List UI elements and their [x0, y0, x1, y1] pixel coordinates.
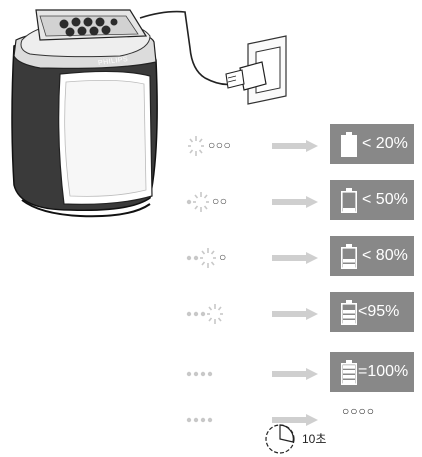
blink-led-icon — [200, 248, 216, 268]
on-led-icon — [186, 417, 192, 423]
speaker-body — [11, 9, 158, 218]
off-leds: ○ — [219, 250, 227, 264]
charge-row: ○○○ < 20% — [0, 124, 422, 168]
led-indicator: ○ — [186, 246, 266, 270]
battery-icon — [340, 188, 357, 213]
led-indicator — [186, 408, 266, 432]
charging-cable — [139, 10, 233, 86]
led-indicator — [186, 302, 266, 326]
led-dots — [186, 304, 223, 324]
arrow-icon — [272, 140, 318, 152]
charge-row: ○○ < 50% — [0, 180, 422, 224]
charge-row: <95% — [0, 292, 422, 336]
battery-icon — [340, 244, 357, 269]
on-led-icon — [200, 371, 206, 377]
led-dots — [186, 417, 213, 423]
arrow-icon — [272, 196, 318, 208]
on-led-icon — [186, 199, 192, 205]
off-leds: ○○○ — [208, 138, 232, 152]
charge-row: =100% — [0, 352, 422, 396]
on-led-icon — [193, 311, 199, 317]
battery-level-text: < 20% — [362, 135, 408, 152]
leds-off-result: ○○○○ — [342, 404, 375, 418]
battery-level-text: < 80% — [362, 247, 408, 264]
on-led-icon — [186, 255, 192, 261]
speaker-illustration — [11, 9, 287, 218]
battery-icon — [341, 132, 357, 157]
battery-level-box: < 50% — [330, 180, 414, 220]
blink-led-icon — [207, 304, 223, 324]
blink-led-icon — [188, 136, 204, 156]
battery-level-box: =100% — [330, 352, 414, 392]
arrow-icon — [272, 368, 318, 380]
blink-led-icon — [193, 192, 209, 212]
battery-level-box: <95% — [330, 292, 414, 332]
on-led-icon — [186, 371, 192, 377]
on-led-icon — [207, 371, 213, 377]
led-indicator — [186, 362, 266, 386]
led-indicator: ○○○ — [186, 134, 266, 158]
timer-label: 10초 — [302, 432, 327, 446]
timer-icon — [265, 424, 295, 454]
led-dots — [186, 248, 216, 268]
led-dots — [186, 192, 209, 212]
on-led-icon — [193, 255, 199, 261]
battery-icon — [340, 300, 357, 325]
battery-level-text: <95% — [358, 303, 400, 320]
power-adapter — [225, 61, 267, 91]
charge-row: ○ < 80% — [0, 236, 422, 280]
led-dots — [188, 136, 204, 156]
on-led-icon — [186, 311, 192, 317]
on-led-icon — [207, 417, 213, 423]
battery-icon — [340, 360, 357, 385]
battery-level-box: < 20% — [330, 124, 414, 164]
arrow-icon — [272, 414, 318, 426]
led-indicator: ○○ — [186, 190, 266, 214]
battery-level-text: =100% — [358, 363, 409, 380]
wall-socket — [247, 35, 287, 105]
on-led-icon — [200, 417, 206, 423]
charge-row-complete: ○○○○ — [0, 398, 422, 442]
on-led-icon — [200, 311, 206, 317]
battery-level-text: < 50% — [362, 191, 408, 208]
off-leds: ○○ — [212, 194, 228, 208]
control-buttons — [59, 17, 118, 37]
led-dots — [186, 371, 213, 377]
on-led-icon — [193, 371, 199, 377]
battery-level-box: < 80% — [330, 236, 414, 276]
arrow-icon — [272, 308, 318, 320]
arrow-icon — [272, 252, 318, 264]
on-led-icon — [193, 417, 199, 423]
